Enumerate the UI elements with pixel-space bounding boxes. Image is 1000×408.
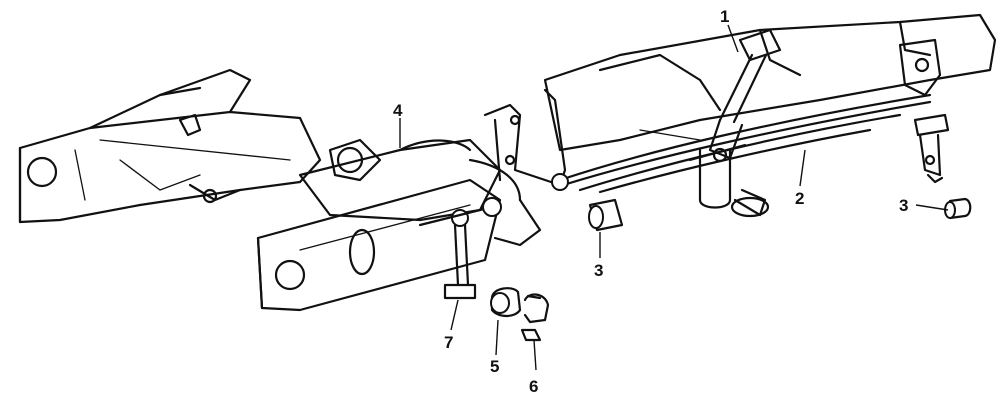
stabilizer-bushing [490,287,522,318]
callout-7: 7 [444,333,453,352]
shock-absorber [708,28,782,163]
callout-5: 5 [490,357,499,376]
spring-hanger-bracket [483,88,567,187]
frame-rail-upper-right [543,13,997,152]
callout-labels: 1 2 3 3 4 5 6 7 [393,7,908,396]
frame-crossmember-left [18,68,322,224]
rear-spring-hanger [898,38,942,97]
rear-axle-housing [298,138,542,247]
callout-4: 4 [393,101,403,120]
callout-2: 2 [795,189,804,208]
callout-3-front: 3 [594,261,603,280]
spring-shackle [913,113,950,184]
callout-leaders [399,24,949,371]
frame-rail-lower [256,178,502,312]
callout-3-rear: 3 [899,196,908,215]
callout-6: 6 [529,377,538,396]
spring-eye-bushing-front [588,198,624,232]
bushing-clamp-bracket [520,293,550,342]
spring-u-bolts [688,143,770,218]
stabilizer-link [418,197,502,300]
spring-eye-bushing-rear [944,197,972,220]
callout-1: 1 [720,7,729,26]
